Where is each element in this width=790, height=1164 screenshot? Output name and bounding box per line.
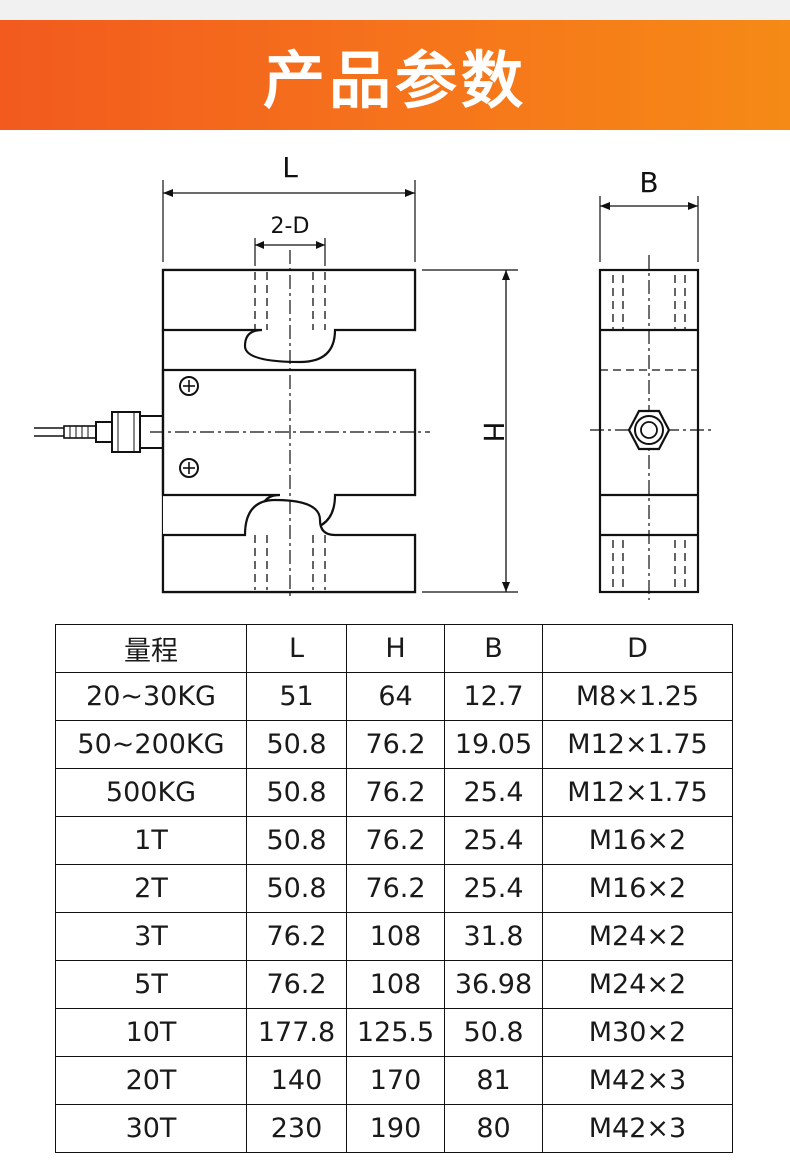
table-cell: 50.8 xyxy=(246,720,347,769)
table-cell: 50.8 xyxy=(444,1008,543,1057)
table-cell: M24×2 xyxy=(542,912,733,961)
table-cell: 31.8 xyxy=(444,912,543,961)
table-cell: 50.8 xyxy=(246,768,347,817)
dimension-label-l: L xyxy=(282,151,298,184)
table-cell: M16×2 xyxy=(542,816,733,865)
banner-title: 产品参数 xyxy=(262,44,527,117)
table-cell: 230 xyxy=(246,1104,347,1153)
header-cell-b: B xyxy=(444,624,543,673)
table-cell: M12×1.75 xyxy=(542,768,733,817)
table-cell: M12×1.75 xyxy=(542,720,733,769)
table-cell: 64 xyxy=(346,672,445,721)
table-cell: 20T xyxy=(55,1056,247,1105)
table-cell: 170 xyxy=(346,1056,445,1105)
table-cell: 10T xyxy=(55,1008,247,1057)
table-cell: M30×2 xyxy=(542,1008,733,1057)
table-cell: 500KG xyxy=(55,768,247,817)
table-cell: 19.05 xyxy=(444,720,543,769)
table-cell: 25.4 xyxy=(444,864,543,913)
table-cell: 12.7 xyxy=(444,672,543,721)
table-cell: M42×3 xyxy=(542,1056,733,1105)
table-header-row: 量程 L H B D xyxy=(55,624,733,673)
table-cell: 76.2 xyxy=(346,768,445,817)
section-banner: 产品参数 xyxy=(0,20,790,130)
header-cell-d: D xyxy=(542,624,733,673)
table-cell: 30T xyxy=(55,1104,247,1153)
table-cell: 2T xyxy=(55,864,247,913)
table-cell: 108 xyxy=(346,960,445,1009)
header-cell-h: H xyxy=(346,624,445,673)
table-cell: 25.4 xyxy=(444,768,543,817)
table-cell: M42×3 xyxy=(542,1104,733,1153)
dimension-label-h: H xyxy=(477,421,510,442)
table-cell: 190 xyxy=(346,1104,445,1153)
top-strip xyxy=(0,0,790,20)
table-cell: 5T xyxy=(55,960,247,1009)
table-cell: 36.98 xyxy=(444,960,543,1009)
header-cell-range: 量程 xyxy=(55,624,247,673)
table-cell: 81 xyxy=(444,1056,543,1105)
dimension-label-b: B xyxy=(639,166,658,199)
table-cell: 140 xyxy=(246,1056,347,1105)
table-cell: 125.5 xyxy=(346,1008,445,1057)
dimension-label-2d: 2-D xyxy=(271,214,310,239)
table-cell: M8×1.25 xyxy=(542,672,733,721)
table-cell: M16×2 xyxy=(542,864,733,913)
front-view xyxy=(34,180,518,600)
table-cell: 177.8 xyxy=(246,1008,347,1057)
table-cell: 76.2 xyxy=(246,912,347,961)
table-cell: 76.2 xyxy=(346,816,445,865)
header-cell-l: L xyxy=(246,624,347,673)
table-cell: 76.2 xyxy=(346,720,445,769)
technical-drawing: L 2-D H B xyxy=(34,151,712,600)
table-cell: 76.2 xyxy=(246,960,347,1009)
table-cell: 20~30KG xyxy=(55,672,247,721)
table-cell: 108 xyxy=(346,912,445,961)
table-cell: M24×2 xyxy=(542,960,733,1009)
side-view xyxy=(590,196,712,600)
table-cell: 50.8 xyxy=(246,816,347,865)
table-cell: 51 xyxy=(246,672,347,721)
table-cell: 3T xyxy=(55,912,247,961)
table-cell: 50.8 xyxy=(246,864,347,913)
table-cell: 76.2 xyxy=(346,864,445,913)
table-cell: 80 xyxy=(444,1104,543,1153)
table-cell: 1T xyxy=(55,816,247,865)
table-cell: 25.4 xyxy=(444,816,543,865)
table-cell: 50~200KG xyxy=(55,720,247,769)
